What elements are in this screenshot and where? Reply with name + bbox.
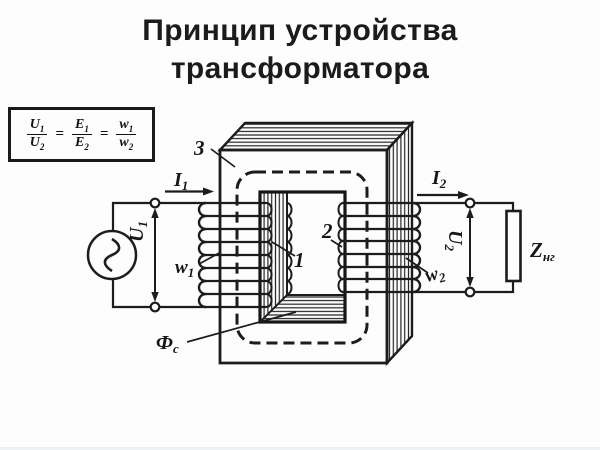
label-load: Zнг <box>529 238 555 264</box>
primary-winding <box>197 201 293 309</box>
primary-terminal-bottom <box>149 301 161 313</box>
label-i2: I2 <box>431 167 447 191</box>
u1-arrowhead-top <box>151 208 159 218</box>
secondary-left-scallops <box>337 202 344 293</box>
equals-sign: = <box>55 126 64 142</box>
secondary-winding <box>337 201 422 294</box>
primary-turns <box>206 201 267 309</box>
label-u1: U1 <box>126 221 150 242</box>
primary-terminal-top <box>149 197 161 209</box>
primary-wires <box>111 201 206 309</box>
label-w1: w1 <box>175 257 194 280</box>
flux-path-dashed <box>235 170 369 345</box>
leader-inner-wall <box>271 241 296 257</box>
fraction-voltage: U1 U2 <box>26 117 48 151</box>
primary-circuit <box>86 187 214 313</box>
leader-flux <box>186 311 297 343</box>
title-line-2: трансформатора <box>170 52 430 85</box>
secondary-circuit <box>413 191 522 298</box>
secondary-wires <box>413 201 515 294</box>
ac-sine-icon <box>103 237 121 273</box>
callout-3: 3 <box>193 136 205 160</box>
diagram-labels: I1 U1 w1 I2 U2 w2 Фс Zнг 1 2 3 <box>126 136 555 356</box>
slide-bottom-edge <box>0 447 600 450</box>
callout-2: 2 <box>321 219 333 243</box>
primary-right-bumps <box>266 202 273 308</box>
load-impedance <box>505 209 522 283</box>
core-top-face <box>217 121 415 152</box>
i1-arrowhead <box>203 187 214 196</box>
u1-arrowhead-bottom <box>151 292 159 302</box>
fraction-turns: w1 w2 <box>116 117 137 151</box>
fraction-emf: E1 E2 <box>71 117 92 151</box>
leader-core <box>210 148 236 168</box>
title-line-1: Принцип устройства <box>142 14 458 47</box>
label-w2: w2 <box>423 261 448 288</box>
primary-left-arcs <box>197 201 207 309</box>
leader-window <box>330 239 343 248</box>
secondary-terminal-top <box>464 197 476 209</box>
page-title: Принцип устройства трансформатора <box>0 12 600 88</box>
secondary-right-arcs <box>412 201 422 294</box>
i2-arrowhead <box>458 191 469 199</box>
label-u2: U2 <box>442 230 466 251</box>
core-right-face <box>385 119 414 367</box>
window-back-edges <box>286 192 345 296</box>
secondary-terminal-bottom <box>464 286 476 298</box>
u2-arrowhead-top <box>466 208 474 218</box>
secondary-turns <box>342 201 413 294</box>
label-flux: Фс <box>156 332 179 356</box>
equals-sign: = <box>99 126 109 142</box>
formula-box: U1 U2 = E1 E2 = w1 w2 <box>8 107 155 162</box>
primary-back-scallops <box>286 202 293 295</box>
u2-arrowhead-bottom <box>466 277 474 287</box>
label-i1: I1 <box>173 169 188 193</box>
callout-1: 1 <box>294 248 305 272</box>
core-window <box>258 190 347 324</box>
